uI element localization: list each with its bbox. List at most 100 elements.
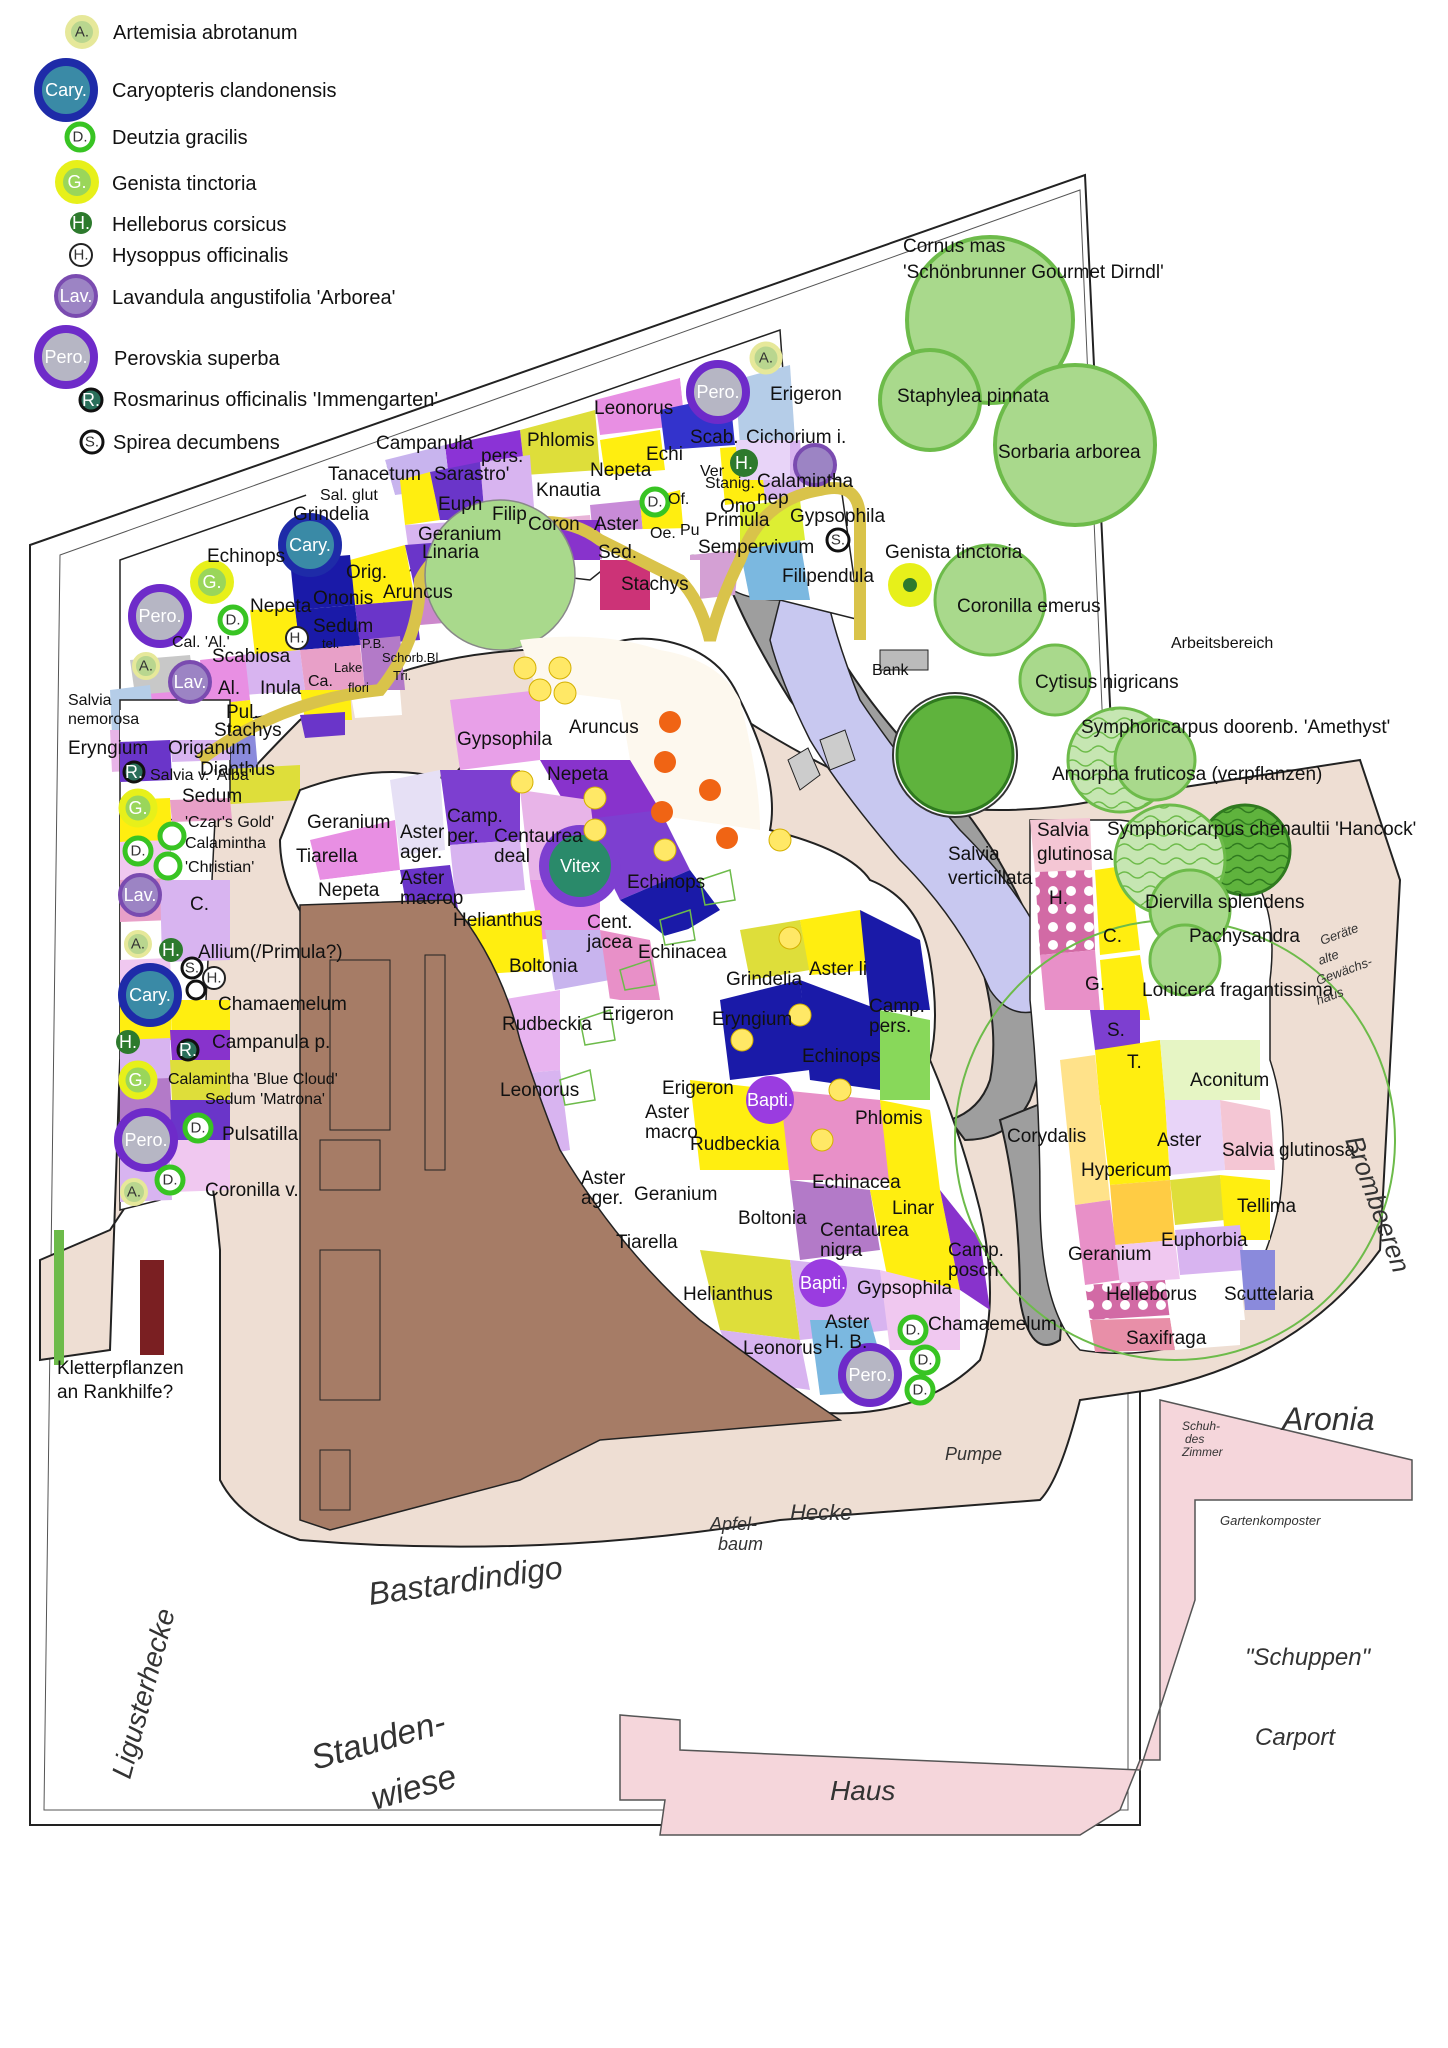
svg-text:Salvia: Salvia — [68, 692, 112, 709]
svg-text:Deutzia gracilis: Deutzia gracilis — [112, 127, 248, 149]
spirea-symbol: S. — [825, 527, 851, 553]
legend-item-rosmarinus: R. Rosmarinus officinalis 'Immengarten' — [78, 387, 438, 413]
svg-text:D.: D. — [918, 1352, 933, 1369]
svg-text:Salvia glutinosa: Salvia glutinosa — [1222, 1140, 1356, 1161]
svg-text:G.: G. — [1085, 974, 1105, 995]
svg-text:deal: deal — [494, 846, 530, 867]
svg-text:Ononis: Ononis — [313, 588, 373, 609]
svg-text:H.: H. — [207, 970, 222, 987]
svg-text:Rosmarinus officinalis 'Immeng: Rosmarinus officinalis 'Immengarten' — [113, 389, 438, 411]
svg-text:Cornus mas: Cornus mas — [903, 236, 1005, 257]
svg-text:Phlomis: Phlomis — [527, 430, 595, 451]
svg-text:A.: A. — [139, 658, 153, 675]
svg-text:'Schönbrunner Gourmet Dirndl': 'Schönbrunner Gourmet Dirndl' — [903, 262, 1164, 283]
spirea-symbol: S. — [180, 956, 204, 980]
svg-text:Pero.: Pero. — [848, 1365, 891, 1385]
rosmarinus-symbol: R. — [122, 760, 146, 784]
genista-symbol: G. — [118, 1060, 158, 1100]
helleborus-symbol: H. — [159, 938, 183, 962]
svg-text:Symphoricarpus chenaultii 'Han: Symphoricarpus chenaultii 'Hancock' — [1107, 819, 1416, 840]
deutzia-symbol: D. — [639, 486, 671, 518]
svg-text:Erigeron: Erigeron — [602, 1004, 674, 1025]
svg-text:Sedum 'Matrona': Sedum 'Matrona' — [205, 1091, 325, 1108]
svg-text:Hysoppus officinalis: Hysoppus officinalis — [112, 245, 288, 267]
svg-text:pers.: pers. — [869, 1016, 911, 1037]
yellow-dots — [510, 656, 852, 1152]
svg-text:Helleborus corsicus: Helleborus corsicus — [112, 214, 287, 236]
svg-text:Of.: Of. — [668, 491, 689, 508]
svg-text:Aster: Aster — [645, 1102, 690, 1123]
svg-text:Gypsophila: Gypsophila — [857, 1278, 952, 1299]
svg-text:Eryngium: Eryngium — [712, 1009, 792, 1030]
svg-text:Pachysandra: Pachysandra — [1189, 926, 1300, 947]
svg-text:Echi: Echi — [646, 444, 683, 465]
svg-text:Coronilla emerus: Coronilla emerus — [957, 596, 1101, 617]
svg-text:Linaria: Linaria — [422, 542, 479, 563]
artemisia-symbol: A. — [124, 930, 152, 958]
svg-text:Stachys: Stachys — [214, 720, 282, 741]
svg-text:Leonorus: Leonorus — [743, 1338, 822, 1359]
svg-text:Boltonia: Boltonia — [738, 1208, 807, 1229]
svg-text:D.: D. — [648, 494, 663, 511]
svg-text:Aster: Aster — [594, 514, 639, 535]
svg-text:H.: H. — [735, 453, 753, 473]
artemisia-symbol: A. — [132, 652, 160, 680]
perovskia-symbol: Pero. — [838, 1343, 902, 1407]
svg-text:baum: baum — [718, 1534, 763, 1554]
svg-text:S.: S. — [831, 532, 845, 549]
svg-text:Eryngium: Eryngium — [68, 738, 148, 759]
svg-text:des: des — [1185, 1432, 1204, 1446]
svg-text:'Christian': 'Christian' — [185, 859, 254, 876]
svg-text:Cichorium i.: Cichorium i. — [746, 427, 846, 448]
svg-text:Genista tinctoria: Genista tinctoria — [885, 542, 1023, 563]
svg-text:Helleborus: Helleborus — [1106, 1284, 1197, 1305]
baptisia-symbol: Bapti. — [799, 1259, 847, 1307]
deutzia-symbol: D. — [122, 835, 154, 867]
svg-text:per.: per. — [447, 826, 479, 847]
svg-text:'Czar's Gold': 'Czar's Gold' — [185, 814, 274, 831]
tree-labels: Cornus mas 'Schönbrunner Gourmet Dirndl'… — [885, 236, 1416, 1001]
svg-text:Sempervivum: Sempervivum — [698, 537, 814, 558]
svg-text:nigra: nigra — [820, 1240, 863, 1261]
svg-text:alte: alte — [1316, 947, 1341, 968]
svg-text:Cent.: Cent. — [587, 912, 632, 933]
svg-text:Camp.: Camp. — [948, 1240, 1004, 1261]
left-border-labels: Cal. 'Al.' Scabiosa Al. Inula Pul. Ca. S… — [68, 634, 347, 1201]
trellis — [54, 1230, 164, 1365]
svg-text:Aster: Aster — [400, 822, 445, 843]
svg-text:Apfel-: Apfel- — [709, 1514, 757, 1534]
svg-text:Euph: Euph — [438, 494, 482, 515]
svg-text:T.: T. — [1127, 1052, 1142, 1073]
svg-text:Filip: Filip — [492, 504, 527, 525]
svg-text:Lake: Lake — [334, 660, 362, 675]
svg-text:glutinosa: glutinosa — [1037, 844, 1113, 865]
svg-text:Echinops: Echinops — [627, 872, 705, 893]
svg-text:D.: D. — [226, 612, 241, 629]
svg-text:Scabiosa: Scabiosa — [212, 646, 291, 667]
svg-text:H.: H. — [290, 630, 305, 647]
svg-text:Calamintha: Calamintha — [185, 835, 266, 852]
svg-text:Saxifraga: Saxifraga — [1126, 1328, 1207, 1349]
svg-text:H.: H. — [162, 940, 180, 960]
svg-text:Zimmer: Zimmer — [1181, 1445, 1224, 1459]
svg-text:Calamintha 'Blue Cloud': Calamintha 'Blue Cloud' — [168, 1071, 338, 1088]
svg-text:H.: H. — [74, 247, 89, 264]
orange-dots — [651, 711, 738, 849]
svg-text:Geranium: Geranium — [1068, 1244, 1151, 1265]
svg-text:Coron: Coron — [528, 514, 580, 535]
svg-text:nemorosa: nemorosa — [68, 711, 139, 728]
svg-text:Pumpe: Pumpe — [945, 1444, 1002, 1464]
svg-text:Geranium: Geranium — [634, 1184, 717, 1205]
svg-text:Primula: Primula — [705, 510, 770, 531]
svg-text:Sal. glut: Sal. glut — [320, 487, 378, 504]
svg-text:Rudbeckia: Rudbeckia — [690, 1134, 780, 1155]
svg-text:Hypericum: Hypericum — [1081, 1160, 1172, 1181]
legend-item-deutzia: D. Deutzia gracilis — [64, 121, 248, 153]
perovskia-symbol: Pero. — [686, 360, 750, 424]
svg-text:Bank: Bank — [872, 662, 909, 679]
svg-text:S.: S. — [85, 434, 99, 451]
svg-text:Echinops: Echinops — [802, 1046, 880, 1067]
svg-text:Grindelia: Grindelia — [726, 969, 802, 990]
svg-text:Carport: Carport — [1255, 1724, 1336, 1751]
svg-text:Lonicera fragantissima: Lonicera fragantissima — [1142, 980, 1334, 1001]
